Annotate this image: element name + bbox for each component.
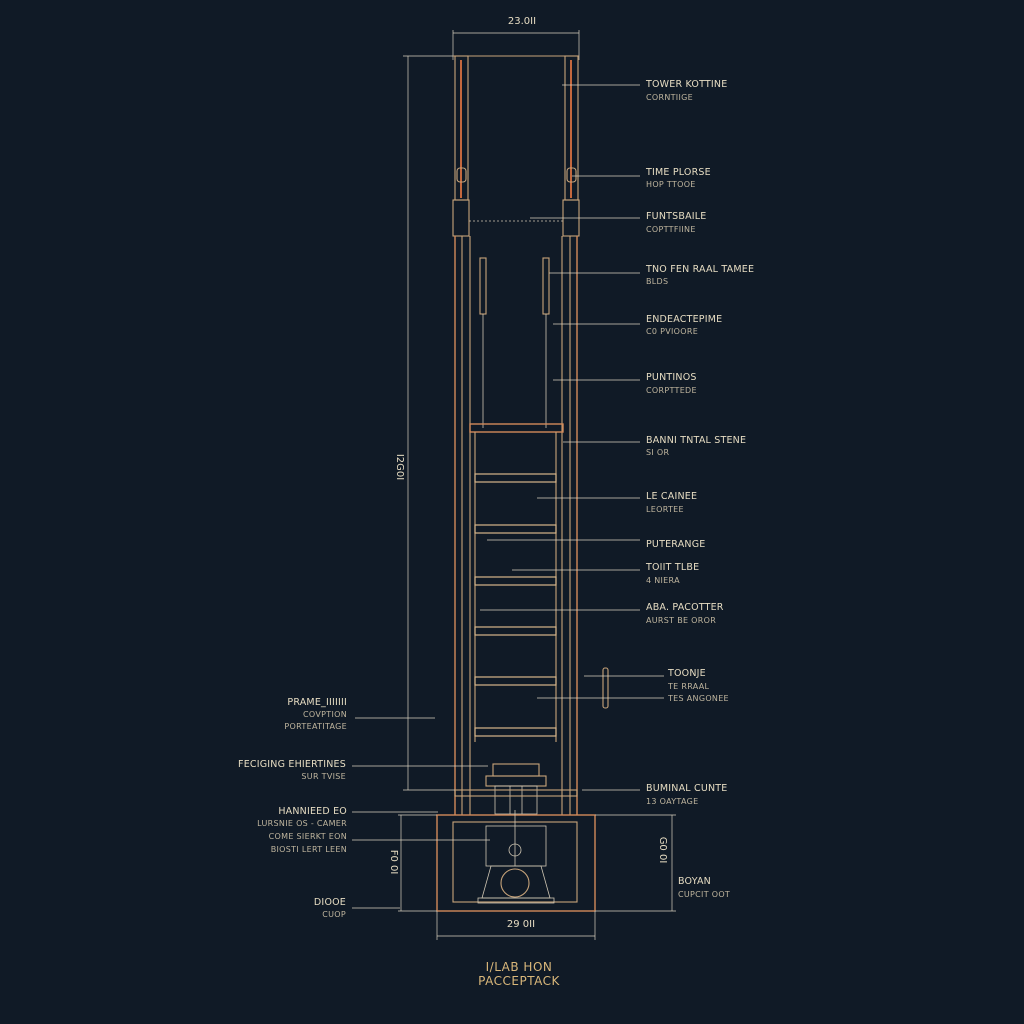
right-labels: TOWER KOTTINE CORNTIIGE TIME PLORSE HOP … <box>645 79 754 899</box>
joint-block-left <box>452 199 470 237</box>
label-main: LE CAINEE <box>646 491 697 502</box>
label-sub-1: TE RRAAL <box>667 682 710 691</box>
label-main: TIME PLORSE <box>645 167 711 178</box>
motor-wheel <box>500 868 530 898</box>
label-main: BOYAN <box>678 876 711 887</box>
label-sub: 13 OAYTAGE <box>646 797 698 806</box>
label-sub: CUOP <box>322 910 346 919</box>
bolt-right <box>566 167 577 183</box>
label-sub: SI OR <box>646 448 669 457</box>
lever-handle <box>602 667 609 709</box>
label-sub-2: COME SIERKT EON <box>269 832 347 841</box>
base-chamber <box>485 825 547 867</box>
top-width-dim: 23.0II <box>508 16 536 27</box>
ladder-rung <box>474 524 557 534</box>
label-main: DIOOE <box>314 897 346 908</box>
left-height-dim: I2G0I <box>394 454 405 480</box>
label-sub-1: LURSNIE OS - CAMER <box>257 819 347 828</box>
label-sub-1: COVPTION <box>303 710 347 719</box>
base-width-dim: 29 0II <box>507 919 535 930</box>
label-sub: HOP TTOOE <box>646 180 696 189</box>
bolt-left <box>456 167 467 183</box>
label-main: BANNI TNTAL STENE <box>646 435 746 446</box>
ladder-rung <box>474 626 557 636</box>
label-sub: CORPTTEDE <box>646 386 697 395</box>
label-main: PUTERANGE <box>646 539 705 550</box>
label-main: HANNIEED EO <box>278 806 347 817</box>
pulley-small <box>508 843 522 857</box>
leader-lines <box>352 84 664 909</box>
mech-housing <box>494 785 538 815</box>
footer-line-1: I/LAB HON <box>486 960 553 974</box>
motor-base <box>477 897 555 904</box>
ladder-top-cap <box>469 423 564 433</box>
label-main: TOWER KOTTINE <box>645 79 727 90</box>
ladder-rung <box>474 576 557 586</box>
ladder-rung <box>474 473 557 483</box>
mech-top-plate <box>492 763 540 777</box>
tower-structure <box>398 30 676 940</box>
footer-title: I/LAB HON PACCEPTACK <box>478 960 560 988</box>
label-sub: 4 NIERA <box>646 576 680 585</box>
hanger-right <box>542 257 550 315</box>
base-right-dim: G0 0I <box>657 837 668 864</box>
label-sub: CUPCIT OOT <box>678 890 730 899</box>
label-main: ABA. PACOTTER <box>646 602 724 613</box>
label-sub-3: BIOSTI LERT LEEN <box>271 845 347 854</box>
ladder-rung <box>474 676 557 686</box>
dimension-text: 23.0II I2G0I F0 0I G0 0I 29 0II <box>388 16 668 930</box>
label-sub: BLDS <box>646 277 668 286</box>
label-sub-2: PORTEATITAGE <box>284 722 347 731</box>
label-sub: C0 PVIOORE <box>646 327 698 336</box>
motor-housing <box>481 865 551 899</box>
label-main: ENDEACTEPIME <box>646 314 722 325</box>
label-sub: SUR TVISE <box>301 772 346 781</box>
label-main: FUNTSBAILE <box>646 211 706 222</box>
left-labels: PRAME_IIIIIII COVPTION PORTEATITAGE FECI… <box>238 697 347 919</box>
hanger-left <box>479 257 487 315</box>
label-main: FECIGING EHIERTINES <box>238 759 346 770</box>
label-sub: COPTTFIINE <box>646 225 696 234</box>
ladder-rung <box>474 727 557 737</box>
base-left-dim: F0 0I <box>388 850 399 875</box>
label-main: TNO FEN RAAL TAMEE <box>645 264 754 275</box>
footer-line-2: PACCEPTACK <box>478 974 560 988</box>
label-main: PRAME_IIIIIII <box>287 697 347 708</box>
label-sub: LEORTEE <box>646 505 684 514</box>
label-sub-2: TES ANGONEE <box>667 694 729 703</box>
mech-collar <box>485 775 547 787</box>
base-block <box>436 814 596 912</box>
label-sub: AURST BE OROR <box>646 616 716 625</box>
label-main: PUNTINOS <box>646 372 697 383</box>
base-band <box>454 789 578 797</box>
label-sub: CORNTIIGE <box>646 93 693 102</box>
label-main: TOONJE <box>667 668 706 679</box>
label-main: BUMINAL CUNTE <box>646 783 728 794</box>
label-main: TOIIT TLBE <box>645 562 699 573</box>
